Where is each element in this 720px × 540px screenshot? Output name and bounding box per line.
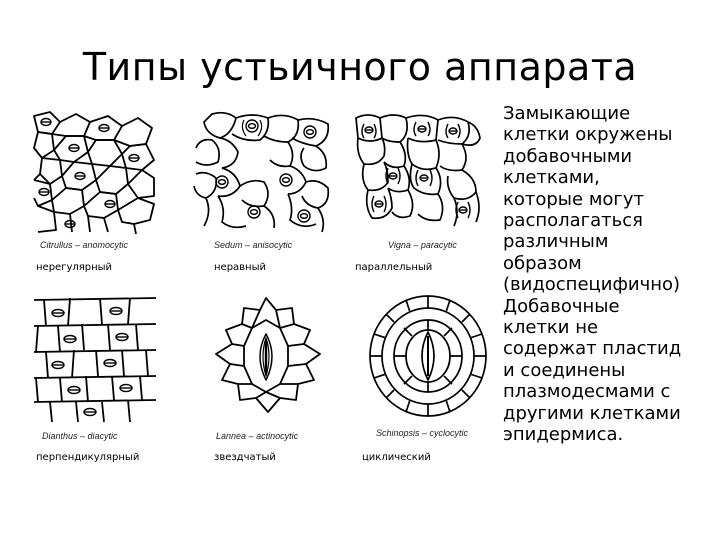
label-irregular: нерегулярный (36, 262, 112, 273)
figure-diacytic (30, 294, 160, 424)
label-perpendicular: перпендикулярный (36, 452, 139, 463)
slide-title: Типы устьичного аппарата (0, 45, 720, 89)
caption-vigna: Vigna – paracytic (388, 240, 457, 250)
figure-cyclocytic (366, 290, 490, 426)
figure-anisocytic (192, 108, 334, 236)
figure-actinocytic (206, 294, 326, 422)
label-star-shaped: звездчатый (214, 452, 276, 463)
caption-lannea: Lannea – actinocytic (216, 431, 298, 441)
label-parallel: параллельный (355, 262, 432, 273)
caption-schinopsis: Schinopsis – cyclocytic (376, 428, 468, 438)
caption-sedum: Sedum – anisocytic (214, 240, 292, 250)
label-cyclic: циклический (362, 452, 431, 463)
description-text: Замыкающие клетки окружены добавочными к… (503, 103, 715, 446)
caption-citrullus: Citrullus – anomocytic (40, 240, 128, 250)
label-unequal: неравный (214, 262, 266, 273)
caption-dianthus: Dianthus – diacytic (42, 431, 118, 441)
figure-anomocytic (30, 108, 158, 236)
figure-paracytic (352, 108, 484, 236)
